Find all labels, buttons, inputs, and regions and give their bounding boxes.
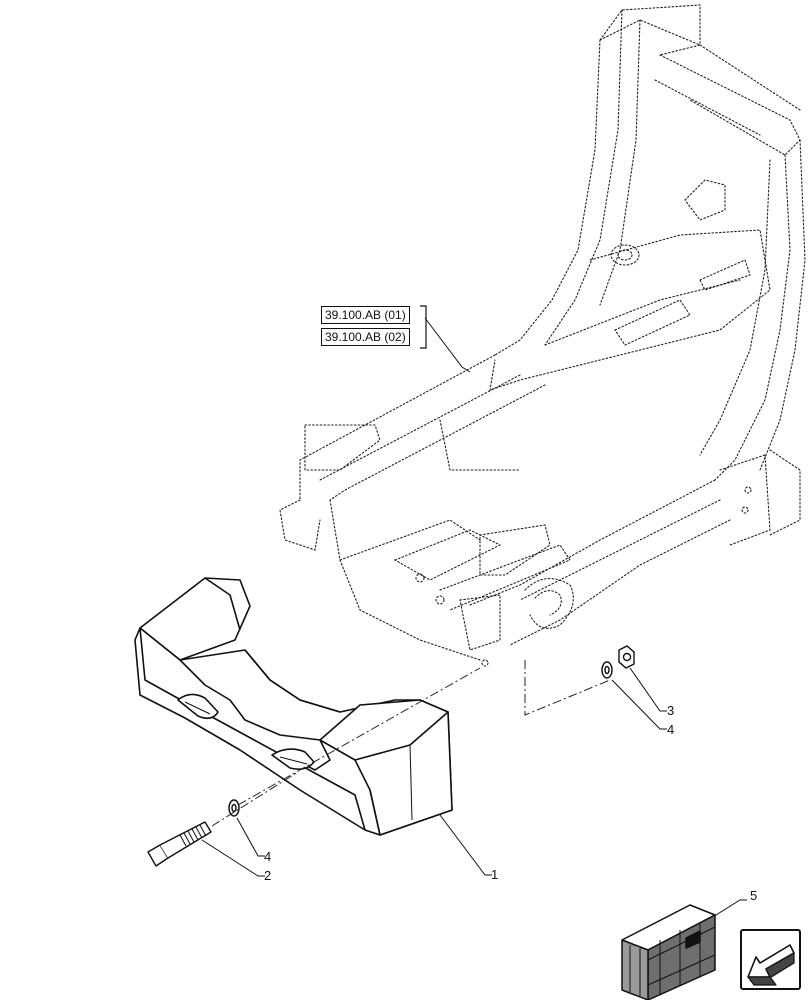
- callout-4-bolt-washer: 4: [264, 849, 272, 864]
- reference-bracket: [420, 305, 427, 349]
- bolt-part: [147, 821, 212, 867]
- navigation-button[interactable]: [740, 929, 801, 990]
- nut-part: [618, 645, 635, 669]
- reference-link-01[interactable]: 39.100.AB (01): [321, 306, 410, 324]
- crate-icon: [621, 904, 716, 1000]
- callout-5: 5: [750, 888, 758, 903]
- callout-2: 2: [264, 868, 272, 883]
- counterweight-part: [134, 577, 453, 836]
- callout-3: 3: [667, 703, 675, 718]
- reference-link-02[interactable]: 39.100.AB (02): [321, 328, 410, 346]
- callout-1: 1: [491, 867, 499, 882]
- leader-lines: [201, 317, 747, 926]
- assembly-axis-lines: [211, 660, 611, 827]
- arrow-down-left-icon: [747, 944, 795, 986]
- washer-parts: [228, 661, 613, 817]
- loader-frame: [279, 4, 806, 667]
- callout-4-nut-washer: 4: [667, 722, 675, 737]
